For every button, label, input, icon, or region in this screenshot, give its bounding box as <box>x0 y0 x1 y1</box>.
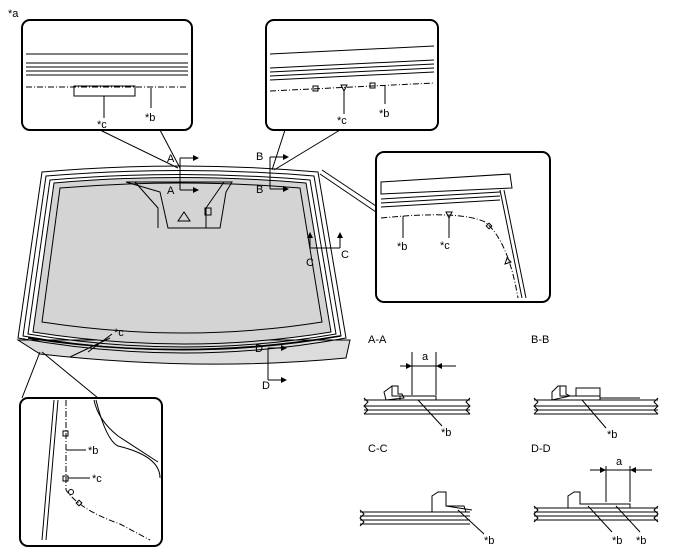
windshield-glass <box>32 177 332 345</box>
callout-tr-mark-c: *c <box>337 115 347 127</box>
section-c-c: C-C *b <box>359 443 494 547</box>
cut-line-a: A A <box>167 153 199 197</box>
main-view-mark-c: *c <box>114 327 124 339</box>
cut-line-c: C C <box>306 232 349 269</box>
section-a-a-mark-b: *b <box>441 427 451 439</box>
callout-top-left: *c *b <box>21 19 193 169</box>
cut-label-d-top: D <box>255 343 263 355</box>
callout-bl-mark-b: *b <box>88 445 98 457</box>
cut-label-b-bottom: B <box>256 184 263 196</box>
callout-rc-mark-c: *c <box>440 240 450 252</box>
cut-line-b: B B <box>256 151 289 196</box>
callout-bottom-left: *b *c <box>19 351 163 547</box>
callout-tl-mark-b: *b <box>145 112 155 124</box>
callout-rc-mark-b: *b <box>397 241 407 253</box>
section-d-d-mark-b-left: *b <box>612 535 622 547</box>
cut-line-d: D D <box>255 343 287 392</box>
section-a-a-dim-a: a <box>422 351 429 363</box>
section-a-a: A-A a *b <box>363 334 471 439</box>
windshield-frame-outer <box>17 165 347 354</box>
section-title-a-a: A-A <box>368 334 387 346</box>
section-b-b: B-B *b <box>531 334 659 441</box>
callout-top-right: *c *b <box>265 19 439 171</box>
callout-right-corner: *b *c <box>319 151 551 303</box>
section-title-b-b: B-B <box>531 334 549 346</box>
section-d-d: D-D a *b *b <box>531 443 659 547</box>
section-b-b-mark-b: *b <box>607 429 617 441</box>
section-title-c-c: C-C <box>368 443 388 455</box>
mirror-bracket <box>125 181 233 229</box>
cut-label-c-left: C <box>306 257 314 269</box>
windshield-main-view: A A B B C C D <box>16 151 351 392</box>
cut-label-a-bottom: A <box>167 185 175 197</box>
cut-label-d-bottom: D <box>262 380 270 392</box>
section-d-d-mark-b-right: *b <box>636 535 646 547</box>
section-title-d-d: D-D <box>531 443 551 455</box>
callout-tr-mark-b: *b <box>379 108 389 120</box>
sensor-triangle <box>177 211 191 222</box>
cut-label-a-top: A <box>167 153 175 165</box>
callout-bl-mark-c: *c <box>92 473 102 485</box>
section-c-c-mark-b: *b <box>484 535 494 547</box>
cut-label-c-right: C <box>341 249 349 261</box>
cut-label-b-top: B <box>256 151 263 163</box>
figure-label: *a <box>8 8 19 20</box>
section-d-d-dim-a: a <box>616 456 623 468</box>
callout-tl-mark-c: *c <box>97 119 107 131</box>
